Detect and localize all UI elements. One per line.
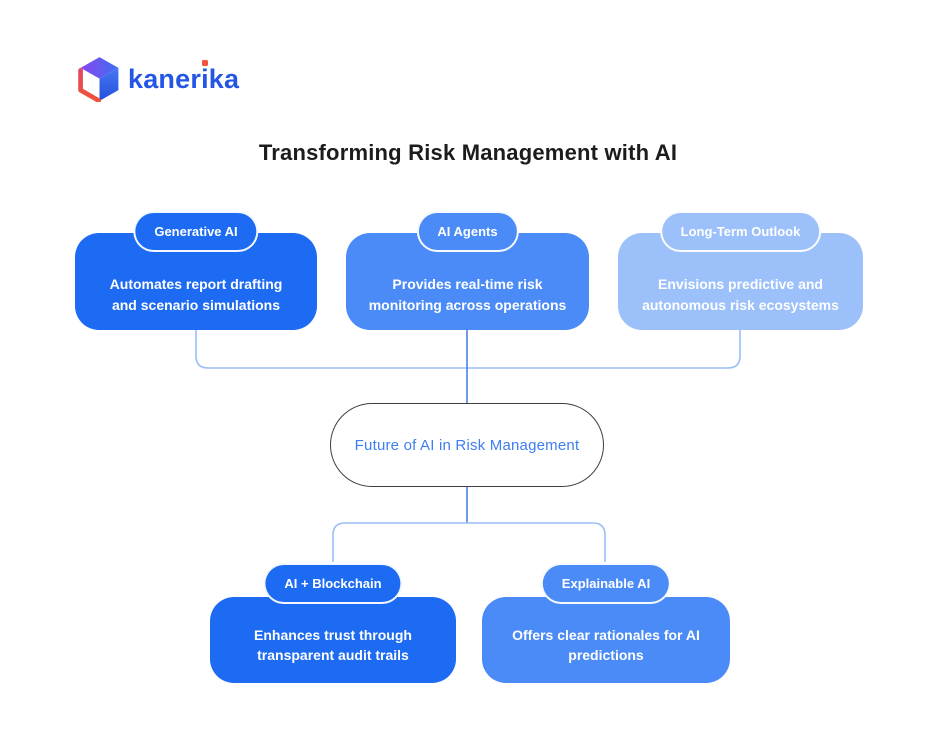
node-explainable-ai-description: Offers clear rationales for AI predictio… <box>512 626 700 663</box>
node-ai-agents-description: Provides real-time risk monitoring acros… <box>368 276 567 313</box>
node-ai-blockchain-label-pill: AI + Blockchain <box>263 563 403 604</box>
kanerika-logo: kanerika <box>78 56 239 102</box>
node-ai-blockchain: AI + Blockchain Enhances trust through t… <box>210 563 456 683</box>
node-ai-agents: AI Agents Provides real-time risk monito… <box>346 211 589 330</box>
node-long-term-outlook-label-pill: Long-Term Outlook <box>659 211 822 252</box>
logo-text-i: i <box>201 56 209 102</box>
kanerika-cube-icon <box>78 57 119 102</box>
top-row-connector <box>195 330 741 369</box>
logo-text-part: ka <box>208 64 240 94</box>
node-future-of-ai-center: Future of AI in Risk Management <box>330 403 604 487</box>
node-generative-ai: Generative AI Automates report drafting … <box>75 211 317 330</box>
node-explainable-ai: Explainable AI Offers clear rationales f… <box>482 563 730 683</box>
page-title: Transforming Risk Management with AI <box>258 140 678 165</box>
node-long-term-outlook-description: Envisions predictive and autonomous risk… <box>642 276 839 313</box>
node-long-term-outlook: Long-Term Outlook Envisions predictive a… <box>618 211 863 330</box>
node-generative-ai-description: Automates report drafting and scenario s… <box>109 276 283 313</box>
node-explainable-ai-label-pill: Explainable AI <box>540 563 672 604</box>
node-ai-blockchain-description: Enhances trust through transparent audit… <box>254 626 412 663</box>
logo-text-part: kaner <box>128 64 202 94</box>
kanerika-logo-text: kanerika <box>128 56 239 102</box>
node-ai-agents-label-pill: AI Agents <box>416 211 519 252</box>
node-generative-ai-label-pill: Generative AI <box>133 211 259 252</box>
center-node-label: Future of AI in Risk Management <box>354 436 580 454</box>
bottom-row-connector <box>332 522 606 562</box>
